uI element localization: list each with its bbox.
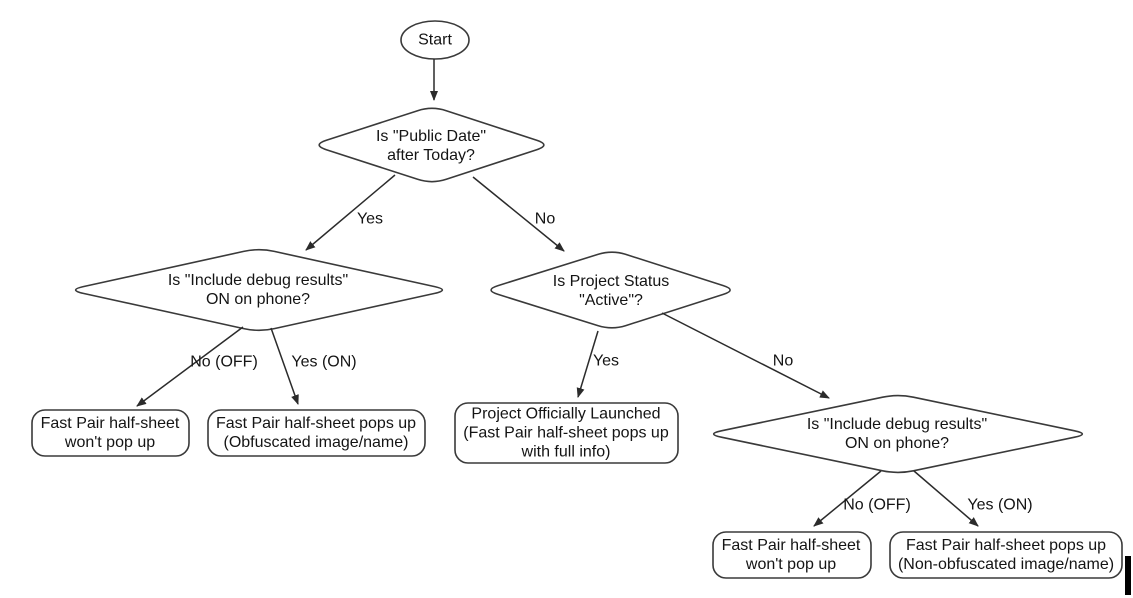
edge-label-no-mid: No xyxy=(772,352,794,370)
outcome-launched-label: Project Officially Launched (Fast Pair h… xyxy=(463,405,669,461)
outcome-launched-shape xyxy=(454,402,679,464)
edge-no-off-to-right-no-arrow xyxy=(813,470,882,527)
edge-label-yes-top: Yes xyxy=(356,210,384,228)
edge-no-to-project-status-arrow xyxy=(472,176,565,252)
outcome-left-no-shape xyxy=(31,409,190,457)
decision-debug-left-label: Is "Include debug results" ON on phone? xyxy=(167,272,349,308)
start-label: Start xyxy=(418,31,452,49)
outcome-left-no-label: Fast Pair half-sheet won't pop up xyxy=(40,415,180,451)
decision-debug-right-label: Is "Include debug results" ON on phone? xyxy=(806,416,988,452)
edge-label-yes-mid: Yes xyxy=(592,352,620,370)
edge-yes-to-launched-arrow xyxy=(576,330,599,398)
edge-yes-on-to-left-yes-arrow xyxy=(270,327,299,405)
text-cursor-artifact xyxy=(1125,556,1131,595)
edge-yes-to-debug-left-arrow xyxy=(305,174,396,251)
start-terminator-shape xyxy=(400,20,470,60)
outcome-left-yes-label: Fast Pair half-sheet pops up (Obfuscated… xyxy=(215,415,417,451)
outcome-right-no-label: Fast Pair half-sheet won't pop up xyxy=(721,537,861,573)
outcome-right-yes-shape xyxy=(889,531,1123,579)
decision-debug-left-shape xyxy=(74,248,444,332)
decision-public-date-label: Is "Public Date" after Today? xyxy=(375,128,487,164)
edge-label-no-off-right: No (OFF) xyxy=(843,496,911,514)
edge-label-yes-on-right: Yes (ON) xyxy=(967,496,1033,514)
decision-project-status-shape xyxy=(490,251,731,329)
edge-no-off-to-left-no-arrow xyxy=(136,326,244,407)
decision-project-status-label: Is Project Status "Active"? xyxy=(552,273,670,309)
edge-yes-on-to-right-yes-arrow xyxy=(913,470,979,527)
decision-debug-right-shape xyxy=(712,394,1084,474)
edge-label-yes-on-left: Yes (ON) xyxy=(291,353,357,371)
outcome-left-yes-shape xyxy=(207,409,426,457)
decision-public-date-shape xyxy=(318,107,545,183)
outcome-right-yes-label: Fast Pair half-sheet pops up (Non-obfusc… xyxy=(897,537,1115,573)
outcome-right-no-shape xyxy=(712,531,872,579)
edge-label-no-off-left: No (OFF) xyxy=(190,353,258,371)
edge-no-to-debug-right-arrow xyxy=(661,312,830,399)
edge-label-no-top: No xyxy=(534,210,556,228)
